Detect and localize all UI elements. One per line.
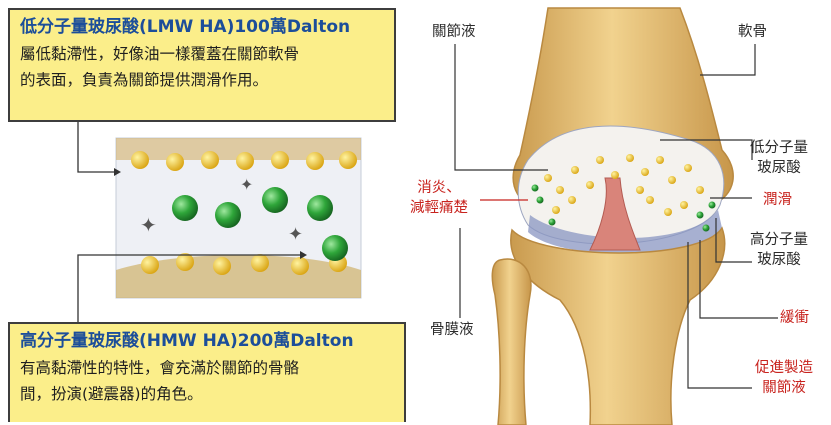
hmw-ha-title: 高分子量玻尿酸(HMW HA)200萬Dalton xyxy=(20,330,394,352)
lmw-ha-title: 低分子量玻尿酸(LMW HA)100萬Dalton xyxy=(20,16,384,38)
label-anti-inflammation: 消炎、 減輕痛楚 xyxy=(410,178,468,218)
hmw-ha-info-box: 高分子量玻尿酸(HMW HA)200萬Dalton 有高黏滯性的特性，會充滿於關… xyxy=(8,322,406,422)
lmw-ha-description: 屬低黏滯性，好像油一樣覆蓋在關節軟骨 的表面，負責為關節提供潤滑作用。 xyxy=(20,41,384,93)
label-cushioning: 緩衝 xyxy=(780,308,809,328)
label-promote-synovial-fluid: 促進製造 關節液 xyxy=(755,358,813,398)
hmw-ha-description: 有高黏滯性的特性，會充滿於關節的骨骼 間，扮演(避震器)的角色。 xyxy=(20,355,394,407)
lmw-ha-info-box: 低分子量玻尿酸(LMW HA)100萬Dalton 屬低黏滯性，好像油一樣覆蓋在… xyxy=(8,8,396,122)
label-synovial-fluid: 關節液 xyxy=(432,22,476,42)
label-low-mw-ha: 低分子量 玻尿酸 xyxy=(750,138,808,178)
label-periosteal-fluid: 骨膜液 xyxy=(430,320,474,340)
label-cartilage: 軟骨 xyxy=(738,22,767,42)
label-high-mw-ha: 高分子量 玻尿酸 xyxy=(750,230,808,270)
label-lubrication: 潤滑 xyxy=(763,190,792,210)
